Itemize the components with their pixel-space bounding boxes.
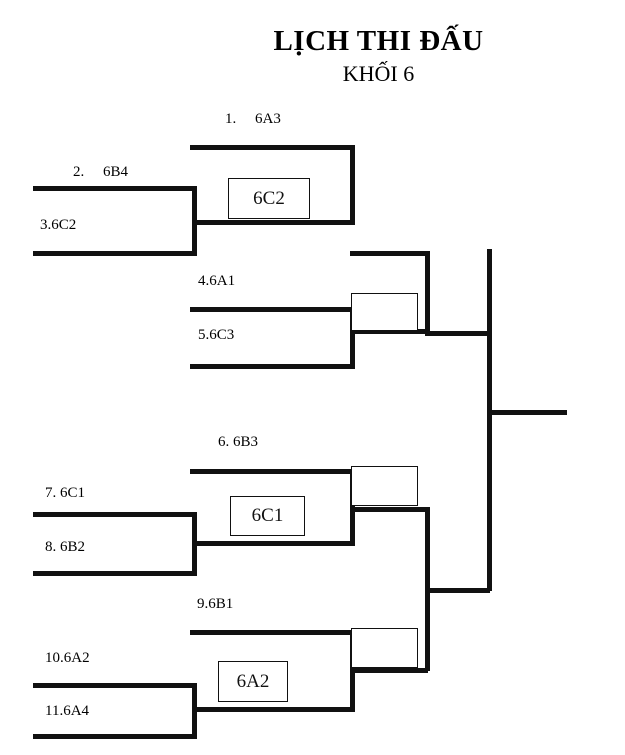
match-line-seed-6 (190, 469, 354, 474)
seed-label-10: 10.6A2 (45, 650, 90, 666)
seed-label-1: 1. 6A3 (225, 111, 281, 127)
match-connector-1-vs-23 (350, 145, 355, 225)
match-line-upper-semifinal-out (425, 331, 490, 336)
match-line-seed-5 (190, 364, 354, 369)
match-connector-4-5 (350, 307, 355, 369)
result-box-r3-upper[interactable] (351, 466, 418, 506)
match-line-seed-2 (33, 186, 197, 191)
page-subtitle: KHỐI 6 (0, 61, 625, 86)
result-box-r2-bottom[interactable]: 6A2 (218, 661, 288, 702)
match-line-seed-10 (33, 683, 197, 688)
match-line-winner-upper-top (350, 251, 428, 256)
seed-label-6: 6. 6B3 (218, 434, 259, 450)
result-box-r2-upper-mid[interactable] (351, 293, 418, 331)
match-line-winner-10-11 (192, 707, 354, 712)
match-line-winner-4-5 (350, 329, 428, 334)
match-line-winner-lower-top (350, 507, 428, 512)
seed-label-3: 3.6C2 (40, 217, 77, 233)
page-subtitle-text: KHỐI 6 (342, 61, 415, 86)
match-line-winner-7-8 (192, 541, 354, 546)
seed-label-8: 8. 6B2 (45, 539, 86, 555)
seed-label-2: 2. 6B4 (73, 164, 129, 180)
match-connector-final (487, 249, 492, 591)
result-box-r3-lower[interactable] (351, 628, 418, 668)
match-line-lower-semifinal-out (425, 588, 490, 593)
match-line-winner-lower-bottom (350, 668, 428, 673)
match-line-seed-8 (33, 571, 197, 576)
seed-label-5: 5.6C3 (198, 327, 235, 343)
match-line-winner-2-3 (192, 220, 354, 225)
result-box-r2-top[interactable]: 6C2 (228, 178, 310, 219)
seed-label-7: 7. 6C1 (45, 485, 86, 501)
match-line-seed-3 (33, 251, 197, 256)
match-line-seed-9 (190, 630, 354, 635)
match-line-champion (487, 410, 567, 415)
result-box-r2-lower-mid[interactable]: 6C1 (230, 496, 305, 536)
match-connector-upper-semifinal (425, 251, 430, 334)
match-line-seed-7 (33, 512, 197, 517)
seed-label-4: 4.6A1 (198, 273, 236, 289)
match-line-seed-4 (190, 307, 354, 312)
seed-label-9: 9.6B1 (197, 596, 234, 612)
match-line-seed-1 (190, 145, 354, 150)
page-title: LỊCH THI ĐẤU (0, 25, 625, 58)
match-line-seed-11 (33, 734, 197, 739)
page-title-text: LỊCH THI ĐẤU (273, 25, 484, 57)
seed-label-11: 11.6A4 (45, 703, 90, 719)
